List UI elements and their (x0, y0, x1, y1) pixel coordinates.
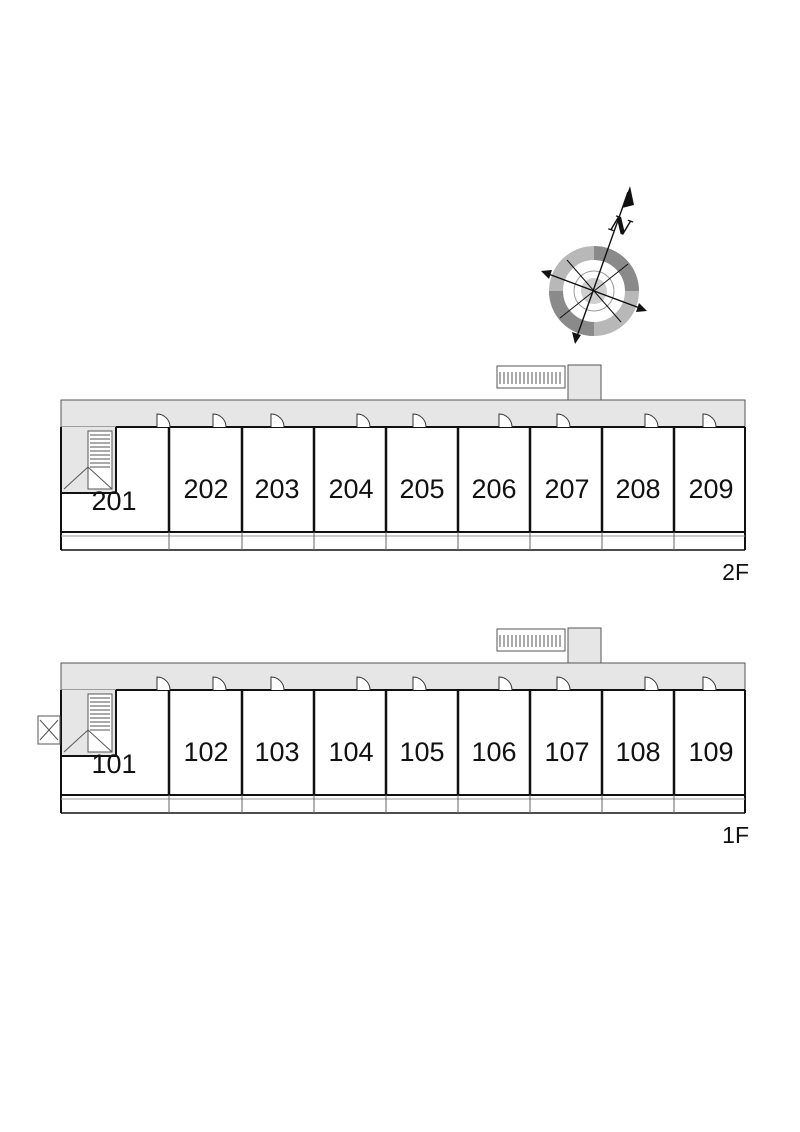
room-number-203: 203 (254, 474, 299, 504)
door-icon (156, 413, 171, 428)
door-icon (644, 413, 659, 428)
room-number-106: 106 (471, 737, 516, 767)
floor-1f: 101 102 103 104 105 106 107 108 109 1F (37, 627, 749, 848)
room-number-207: 207 (544, 474, 589, 504)
room-number-103: 103 (254, 737, 299, 767)
stair-landing (567, 627, 602, 667)
corridor (60, 662, 746, 691)
door-icon (702, 413, 717, 428)
north-label: N (606, 210, 636, 242)
door-icon (156, 676, 171, 691)
door-icon (412, 413, 427, 428)
room-number-102: 102 (183, 737, 228, 767)
door-icon (270, 676, 285, 691)
outdoor-stair-icon (496, 628, 566, 652)
floor-label: 2F (722, 559, 749, 585)
door-icon (556, 676, 571, 691)
room-number-208: 208 (615, 474, 660, 504)
room-number-108: 108 (615, 737, 660, 767)
room-number-205: 205 (399, 474, 444, 504)
door-icon (356, 413, 371, 428)
door-icon (702, 676, 717, 691)
door-icon (212, 676, 227, 691)
door-icon (270, 413, 285, 428)
room-number-209: 209 (688, 474, 733, 504)
door-icon (556, 413, 571, 428)
room-number-202: 202 (183, 474, 228, 504)
door-icon (498, 413, 513, 428)
stair-icon (63, 430, 113, 490)
door-icon (212, 413, 227, 428)
floor-label: 1F (722, 822, 749, 848)
room-number-109: 109 (688, 737, 733, 767)
room-number-104: 104 (328, 737, 373, 767)
room-number-206: 206 (471, 474, 516, 504)
stair-icon (63, 693, 113, 753)
room-number-101: 101 (91, 749, 136, 779)
room-number-105: 105 (399, 737, 444, 767)
room-number-204: 204 (328, 474, 373, 504)
door-icon (498, 676, 513, 691)
door-icon (644, 676, 659, 691)
entrance-icon (37, 715, 61, 745)
room-number-107: 107 (544, 737, 589, 767)
door-icon (412, 676, 427, 691)
compass-rose-icon: N (541, 186, 647, 344)
door-icon (356, 676, 371, 691)
floor-2f: 201 202 203 204 205 206 207 208 209 2F (60, 364, 749, 585)
stair-landing (567, 364, 602, 404)
outdoor-stair-icon (496, 365, 566, 389)
room-number-201: 201 (91, 486, 136, 516)
